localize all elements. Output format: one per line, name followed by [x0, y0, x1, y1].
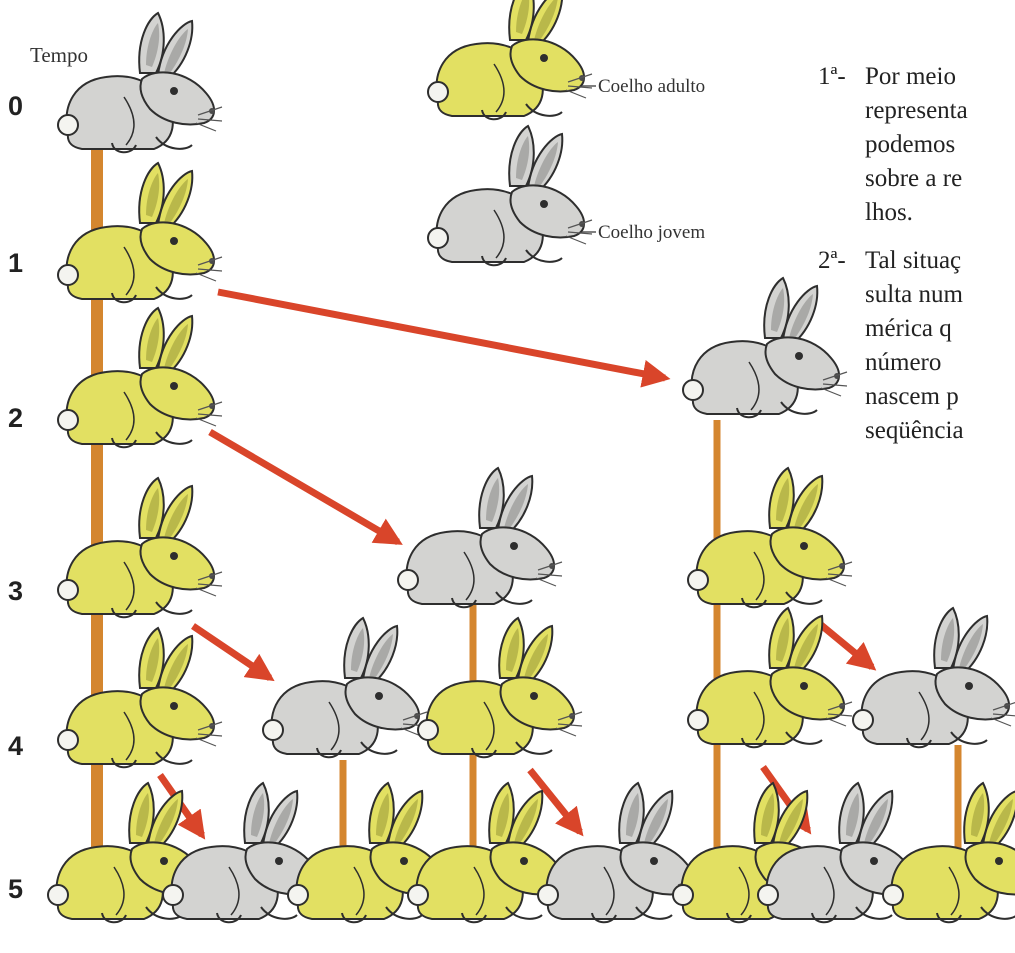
row-label-4: 4 — [8, 731, 23, 761]
birth-arrow — [210, 432, 398, 542]
adult-rabbit-icon — [58, 163, 222, 302]
row-label-5: 5 — [8, 874, 23, 904]
note-line: Por meio — [865, 60, 1015, 94]
note-line: Tal situaç — [865, 244, 1015, 278]
row-label-2: 2 — [8, 403, 23, 433]
young-rabbit-icon — [428, 126, 592, 265]
note-line: representa — [865, 94, 1015, 128]
note-line: podemos — [865, 128, 1015, 162]
row-label-1: 1 — [8, 248, 23, 278]
adult-rabbit-icon — [883, 783, 1015, 922]
note-number: 1ª- — [818, 60, 846, 94]
adult-rabbit-icon — [428, 0, 592, 119]
row-label-0: 0 — [8, 91, 23, 121]
young-rabbit-icon — [263, 618, 427, 757]
legend-label-adult: Coelho adulto — [598, 76, 705, 97]
young-rabbit-icon — [853, 608, 1015, 747]
birth-arrow — [815, 620, 872, 667]
adult-rabbit-icon — [58, 478, 222, 617]
note-number: 2ª- — [818, 244, 846, 278]
adult-rabbit-icon — [688, 468, 852, 607]
note-line: sulta num — [865, 278, 1015, 312]
young-rabbit-icon — [58, 13, 222, 152]
young-rabbit-icon — [398, 468, 562, 607]
legend-label-young: Coelho jovem — [598, 222, 705, 243]
time-axis-title: Tempo — [30, 43, 88, 67]
birth-arrow — [193, 626, 270, 678]
note-line: nascem p — [865, 380, 1015, 414]
note-line: seqüência — [865, 414, 1015, 448]
adult-rabbit-icon — [58, 308, 222, 447]
birth-arrow — [218, 292, 665, 378]
note-line: lhos. — [865, 196, 1015, 230]
adult-rabbit-icon — [418, 618, 582, 757]
row-labels: 0 1 2 3 4 5 — [8, 91, 23, 904]
note-line: sobre a re — [865, 162, 1015, 196]
note-line: mérica q — [865, 312, 1015, 346]
adult-rabbit-icon — [58, 628, 222, 767]
note-line: número — [865, 346, 1015, 380]
row-label-3: 3 — [8, 576, 23, 606]
